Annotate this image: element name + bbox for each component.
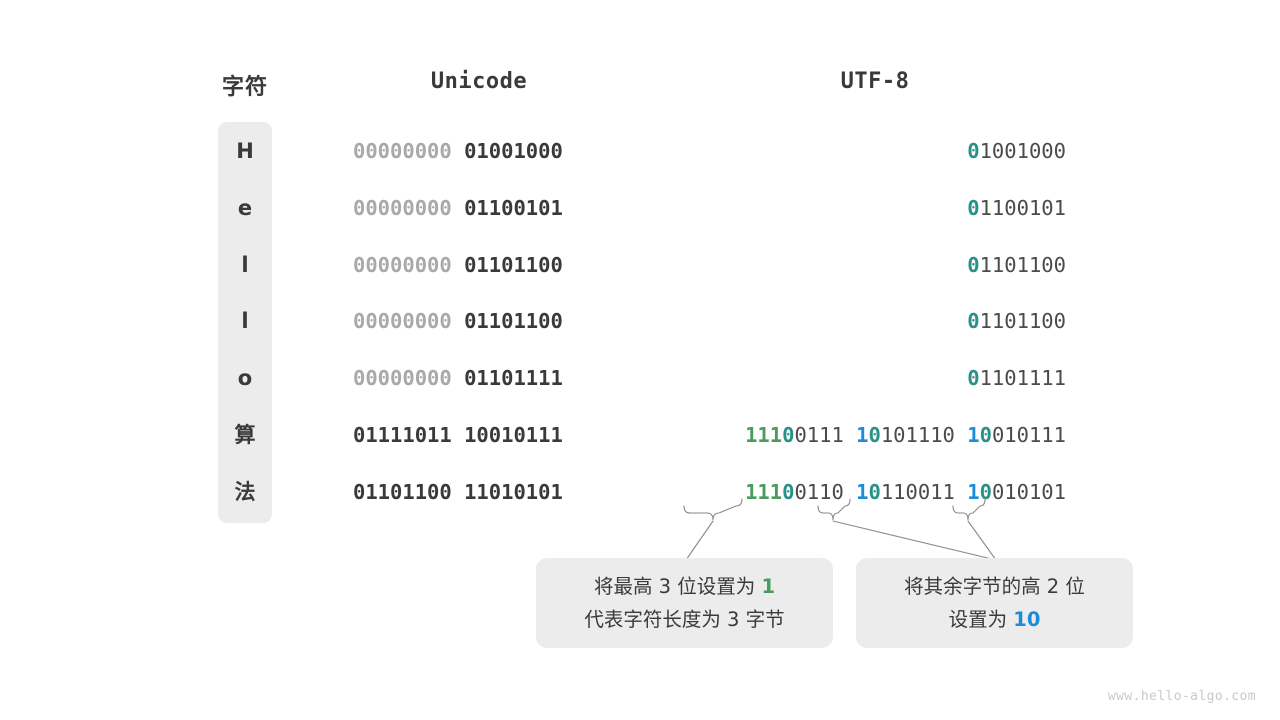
unicode-full: 01111011 10010111: [353, 423, 563, 447]
character-cell: 算: [234, 423, 256, 447]
unicode-value: 01101100 11010101: [353, 479, 563, 505]
character-column-panel: [218, 122, 272, 523]
utf8-lead-marker: 0: [967, 309, 980, 333]
utf8-value: 11100111 10101110 10010111: [466, 422, 1066, 448]
annotation-lead-byte-line2: 代表字符长度为 3 字节: [584, 608, 785, 631]
utf8-payload-byte1: 0111: [794, 423, 844, 447]
utf8-terminator-bit: 0: [782, 480, 795, 504]
unicode-low-byte: 01101111: [464, 366, 563, 390]
utf8-gap: [844, 423, 856, 447]
utf8-payload-byte3: 010101: [991, 480, 1066, 504]
unicode-high-byte: 00000000: [353, 196, 452, 220]
annotation-continuation-bytes: 将其余字节的高 2 位 设置为 10: [856, 558, 1133, 648]
unicode-low-byte: 01001000: [464, 139, 563, 163]
utf8-value: 01101100: [466, 308, 1066, 334]
annotation-lead-byte-text1: 将最高 3 位设置为: [593, 575, 762, 598]
unicode-low-byte: 01101100: [464, 253, 563, 277]
utf8-value: 11100110 10110011 10010101: [466, 479, 1066, 505]
utf8-continuation-one: 1: [967, 480, 980, 504]
column-header-character: 字符: [221, 75, 268, 100]
utf8-continuation-zero: 0: [868, 480, 881, 504]
column-header-utf8: UTF-8: [840, 69, 910, 94]
utf8-value: 01001000: [466, 138, 1066, 164]
column-header-unicode: Unicode: [430, 69, 528, 94]
utf8-length-marker: 111: [745, 480, 783, 504]
leader-lead-byte: [685, 520, 714, 561]
unicode-space: [452, 366, 464, 390]
annotation-lead-byte-line1: 将最高 3 位设置为 1: [594, 570, 775, 603]
unicode-full: 01101100 11010101: [353, 480, 563, 504]
utf8-continuation-zero: 0: [868, 423, 881, 447]
annotation-continuation-line2: 设置为 10: [949, 603, 1041, 636]
utf8-value: 01100101: [466, 195, 1066, 221]
utf8-gap: [844, 480, 856, 504]
utf8-continuation-one: 1: [967, 423, 980, 447]
utf8-payload: 1100101: [979, 196, 1066, 220]
character-cell: l: [241, 309, 249, 333]
utf8-payload-byte3: 010111: [991, 423, 1066, 447]
utf8-lead-marker: 0: [967, 139, 980, 163]
annotation-continuation-line1: 将其余字节的高 2 位: [904, 575, 1085, 598]
leader-continuation-byte-3: [967, 520, 997, 561]
unicode-space: [452, 309, 464, 333]
utf8-payload-byte2: 110011: [880, 480, 955, 504]
annotation-lead-byte: 将最高 3 位设置为 1 代表字符长度为 3 字节: [536, 558, 833, 648]
utf8-payload-byte2: 101110: [880, 423, 955, 447]
unicode-high-byte: 00000000: [353, 309, 452, 333]
utf8-payload-byte1: 0110: [794, 480, 844, 504]
unicode-space: [452, 196, 464, 220]
unicode-value: 00000000 01101111: [353, 365, 563, 391]
annotation-continuation-text2: 设置为: [948, 608, 1014, 631]
annotation-continuation-highlight: 10: [1013, 608, 1041, 631]
unicode-low-byte: 01100101: [464, 196, 563, 220]
unicode-high-byte: 00000000: [353, 253, 452, 277]
utf8-continuation-one: 1: [856, 423, 869, 447]
utf8-value: 01101111: [466, 365, 1066, 391]
utf8-lead-marker: 0: [967, 253, 980, 277]
annotation-lead-byte-highlight: 1: [761, 575, 776, 598]
unicode-space: [452, 253, 464, 277]
character-cell: e: [237, 196, 253, 220]
unicode-value: 01111011 10010111: [353, 422, 563, 448]
utf8-continuation-one: 1: [856, 480, 869, 504]
utf8-payload: 1101100: [979, 309, 1066, 333]
utf8-payload: 1101111: [979, 366, 1066, 390]
utf8-lead-marker: 0: [967, 366, 980, 390]
unicode-space: [452, 139, 464, 163]
utf8-lead-marker: 0: [967, 196, 980, 220]
utf8-continuation-zero: 0: [979, 423, 992, 447]
utf8-terminator-bit: 0: [782, 423, 795, 447]
unicode-value: 00000000 01101100: [353, 252, 563, 278]
utf8-length-marker: 111: [745, 423, 783, 447]
utf8-gap: [955, 423, 967, 447]
utf8-continuation-zero: 0: [979, 480, 992, 504]
unicode-high-byte: 00000000: [353, 139, 452, 163]
character-cell: 法: [234, 480, 256, 504]
unicode-value: 00000000 01101100: [353, 308, 563, 334]
unicode-low-byte: 01101100: [464, 309, 563, 333]
character-cell: H: [236, 139, 254, 163]
utf8-value: 01101100: [466, 252, 1066, 278]
unicode-value: 00000000 01001000: [353, 138, 563, 164]
unicode-value: 00000000 01100101: [353, 195, 563, 221]
watermark: www.hello-algo.com: [1107, 689, 1256, 704]
character-cell: l: [241, 253, 249, 277]
utf8-gap: [955, 480, 967, 504]
unicode-high-byte: 00000000: [353, 366, 452, 390]
character-cell: o: [237, 366, 253, 390]
utf8-payload: 1001000: [979, 139, 1066, 163]
utf8-payload: 1101100: [979, 253, 1066, 277]
leader-continuation-byte-2: [832, 520, 997, 561]
